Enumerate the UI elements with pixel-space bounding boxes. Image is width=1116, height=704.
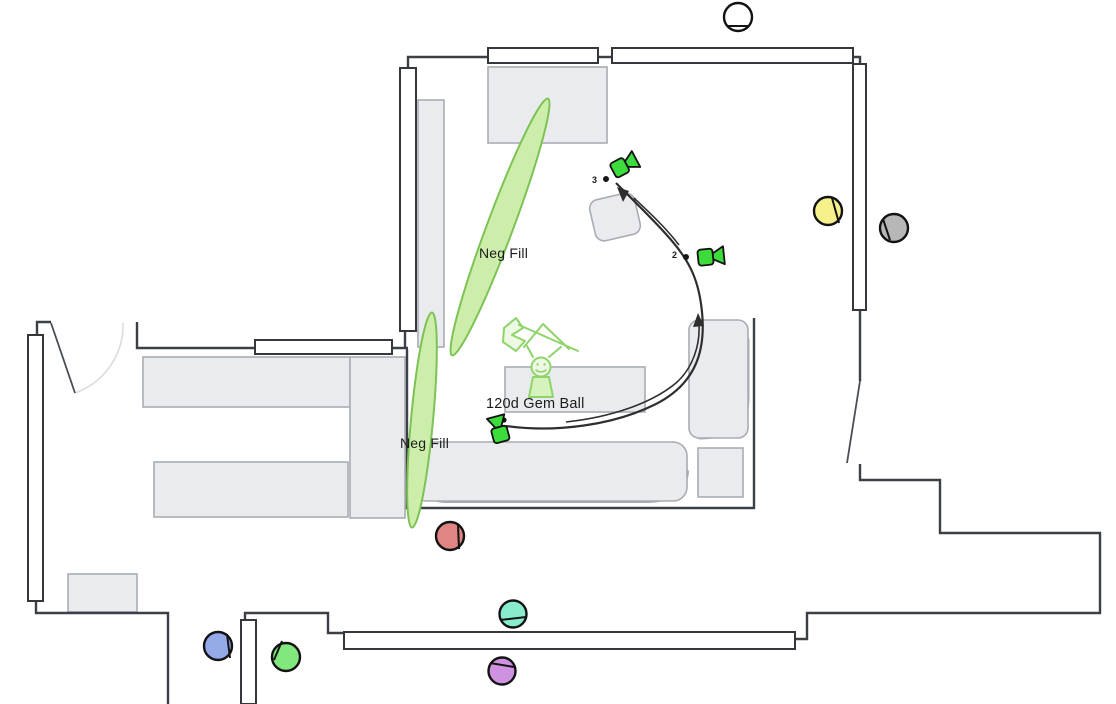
window-bottom-long bbox=[343, 631, 796, 650]
characters-layer bbox=[202, 1, 910, 686]
neg-fill-label-bottom[interactable]: Neg Fill bbox=[400, 435, 450, 451]
furniture-table bbox=[504, 366, 646, 413]
camera-position-3-dot bbox=[603, 176, 609, 182]
dolly-track-inner-a bbox=[565, 324, 700, 423]
window-top-b bbox=[611, 47, 854, 64]
neg-fill-flag-top[interactable] bbox=[440, 94, 560, 360]
figure-arms-raised bbox=[523, 323, 570, 350]
walls-layer bbox=[27, 47, 1102, 704]
neg-fill-flag-bottom[interactable] bbox=[401, 311, 443, 529]
wall-top-right-corner bbox=[853, 55, 862, 65]
figure-eye-left bbox=[536, 363, 539, 366]
door-leaf-right bbox=[846, 380, 861, 464]
furniture-chair bbox=[588, 192, 642, 242]
dolly-track-outer bbox=[505, 182, 704, 430]
furniture-desk-return bbox=[349, 356, 406, 519]
window-lower-room bbox=[254, 339, 393, 355]
wall-bottom-left bbox=[34, 601, 170, 704]
character-gray[interactable] bbox=[878, 212, 910, 244]
furniture-cabinet-small bbox=[67, 573, 138, 613]
lighting-layer bbox=[401, 94, 560, 529]
window-right bbox=[852, 63, 867, 311]
character-blue[interactable] bbox=[202, 630, 234, 662]
dolly-track-inner-b bbox=[633, 197, 680, 246]
camera-1-icon[interactable] bbox=[486, 413, 512, 445]
character-red[interactable] bbox=[434, 520, 466, 552]
boom-pole bbox=[518, 324, 579, 352]
furniture-nightstand bbox=[697, 447, 744, 498]
subject-figure[interactable] bbox=[502, 317, 579, 398]
wall-living-room bbox=[405, 318, 756, 510]
wall-doorjamb-left bbox=[35, 320, 51, 336]
furniture-desk-upper bbox=[142, 356, 351, 408]
wall-bottom-step bbox=[243, 611, 344, 635]
figure-head bbox=[530, 356, 552, 378]
figure-body bbox=[528, 376, 554, 398]
furniture-bed bbox=[688, 319, 749, 439]
door-leaf-left bbox=[50, 322, 76, 394]
furniture-desk-lower bbox=[153, 461, 349, 518]
camera-position-2-dot bbox=[683, 254, 689, 260]
furniture-layer bbox=[67, 66, 750, 613]
figure-smile bbox=[535, 369, 547, 373]
character-purple[interactable] bbox=[487, 656, 517, 686]
camera-track bbox=[501, 176, 704, 430]
door-swing-arc-left bbox=[74, 322, 124, 394]
figure-eye-right bbox=[543, 363, 546, 366]
window-far-left bbox=[27, 334, 44, 602]
wall-segment-bottom bbox=[240, 619, 257, 704]
gem-ball-label[interactable]: 120d Gem Ball bbox=[486, 396, 585, 412]
camera-3-icon[interactable] bbox=[607, 150, 642, 181]
furniture-shelf-tall bbox=[417, 99, 445, 348]
camera-position-3-label: 3 bbox=[592, 175, 598, 185]
track-arrowhead-cam3 bbox=[617, 187, 629, 202]
track-arrowhead-up bbox=[693, 313, 704, 327]
boom-light-icon bbox=[502, 317, 526, 352]
character-white[interactable] bbox=[722, 1, 754, 33]
neg-fill-label-top[interactable]: Neg Fill bbox=[479, 245, 529, 261]
wall-bottom-right-steps bbox=[795, 464, 1102, 641]
window-top-a bbox=[487, 47, 599, 64]
character-cyan[interactable] bbox=[498, 599, 528, 629]
window-mid-left bbox=[399, 67, 417, 332]
camera-2-icon[interactable] bbox=[696, 245, 726, 268]
character-yellow[interactable] bbox=[812, 195, 844, 227]
furniture-couch bbox=[412, 441, 688, 502]
camera-position-2-label: 2 bbox=[672, 250, 678, 260]
wall-lower-room-top bbox=[135, 322, 256, 350]
wall-top-left bbox=[406, 55, 489, 69]
figure-forearms bbox=[526, 345, 562, 358]
character-green[interactable] bbox=[270, 640, 302, 673]
